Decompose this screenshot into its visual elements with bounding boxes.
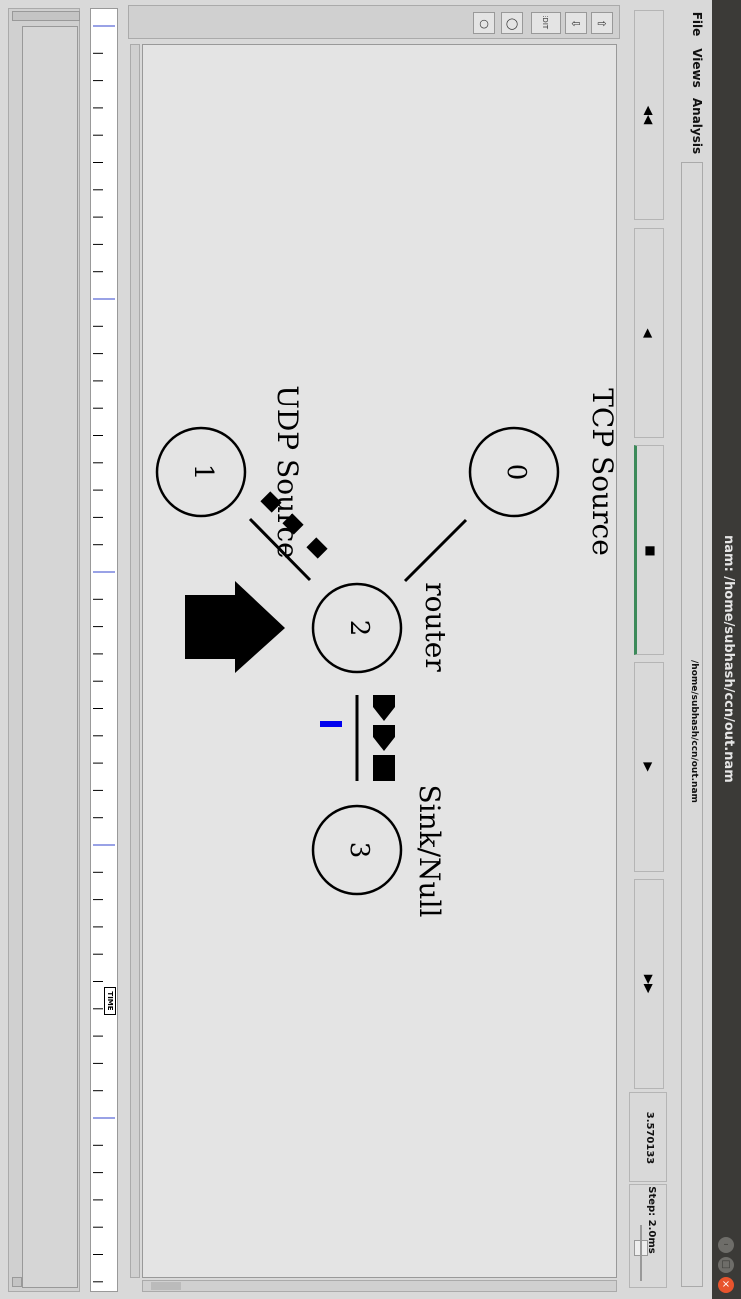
stop-button[interactable]: ■ xyxy=(634,445,664,655)
backward-button[interactable]: ◀ xyxy=(634,228,664,438)
zoom-toolbar: ○ ◯ EDIT ⇦ ⇨ xyxy=(128,5,620,39)
horizontal-scroll-thumb[interactable] xyxy=(151,1282,181,1290)
annotation-panel[interactable] xyxy=(22,26,78,1288)
menu-views[interactable]: Views xyxy=(690,48,704,88)
window-title: nam: /home/subhash/ccn/out.nam xyxy=(721,535,736,783)
time-readout: 3.570133 xyxy=(644,1111,655,1165)
play-icon: ▶ xyxy=(641,762,656,772)
time-readout-box: 3.570133 xyxy=(629,1092,667,1182)
packet xyxy=(373,725,395,751)
svg-text:EDIT: EDIT xyxy=(541,16,549,30)
link-1-2 xyxy=(248,517,312,582)
node-3-id: 3 xyxy=(344,841,374,859)
menu-file[interactable]: File xyxy=(690,11,704,37)
node-1-label: UDP Source xyxy=(271,385,304,559)
time-ruler[interactable]: TIME xyxy=(90,8,118,1292)
node-3[interactable] xyxy=(311,804,403,896)
file-path: /home/subhash/ccn/out.nam xyxy=(689,660,699,803)
small-circle-icon[interactable]: ○ xyxy=(473,12,495,34)
title-bar: nam: /home/subhash/ccn/out.nam xyxy=(712,0,741,1299)
zoom-in-icon[interactable]: ⇦ xyxy=(565,12,587,34)
packet-queue-arrow xyxy=(185,581,285,673)
packet xyxy=(373,755,395,781)
zoom-out-icon[interactable]: ⇨ xyxy=(591,12,613,34)
node-0-label: TCP Source xyxy=(586,388,619,556)
fast-forward-icon: ▶▶ xyxy=(642,974,656,994)
ruler-ticks xyxy=(93,25,115,1283)
node-2-id: 2 xyxy=(344,619,374,637)
vertical-scrollbar[interactable] xyxy=(130,44,140,1278)
node-3-label: Sink/Null xyxy=(413,784,446,918)
left-panel-scroll-top[interactable] xyxy=(12,11,80,21)
node-2[interactable] xyxy=(311,582,403,674)
network-canvas[interactable]: 0 1 2 3 TCP Source UDP Source router Sin… xyxy=(142,44,619,1278)
large-circle-icon[interactable]: ◯ xyxy=(501,12,523,34)
menu-bar: File Views Analysis xyxy=(680,2,710,162)
packet xyxy=(282,513,304,535)
node-1-id: 1 xyxy=(188,463,218,481)
backward-icon: ◀ xyxy=(641,328,656,338)
close-icon[interactable]: × xyxy=(718,1277,734,1293)
rewind-button[interactable]: ◀◀ xyxy=(634,10,664,220)
edit-icon[interactable]: EDIT xyxy=(531,12,561,34)
step-box: Step: 2.0ms xyxy=(629,1184,667,1288)
menu-analysis[interactable]: Analysis xyxy=(690,97,704,155)
file-path-bar: /home/subhash/ccn/out.nam xyxy=(681,162,703,1287)
maximize-icon[interactable]: □ xyxy=(718,1257,734,1273)
minimize-icon[interactable]: – xyxy=(718,1237,734,1253)
left-panel-scroll-bottom[interactable] xyxy=(12,1277,22,1287)
link-0-2 xyxy=(403,518,468,583)
fast-forward-button[interactable]: ▶▶ xyxy=(634,879,664,1089)
packet xyxy=(306,537,328,559)
stop-icon: ■ xyxy=(644,543,656,557)
node-0[interactable] xyxy=(468,426,560,518)
horizontal-scrollbar[interactable] xyxy=(142,1280,617,1292)
node-2-label: router xyxy=(419,582,452,672)
time-marker[interactable]: TIME xyxy=(104,987,116,1015)
time-marker-label: TIME xyxy=(106,991,114,1011)
play-button[interactable]: ▶ xyxy=(634,662,664,872)
packet xyxy=(260,491,282,513)
step-slider-track[interactable] xyxy=(640,1225,642,1281)
rewind-icon: ◀◀ xyxy=(642,105,656,125)
packet xyxy=(373,695,395,721)
node-1[interactable] xyxy=(155,426,247,518)
node-0-id: 0 xyxy=(501,463,531,481)
queued-packet xyxy=(320,721,342,727)
